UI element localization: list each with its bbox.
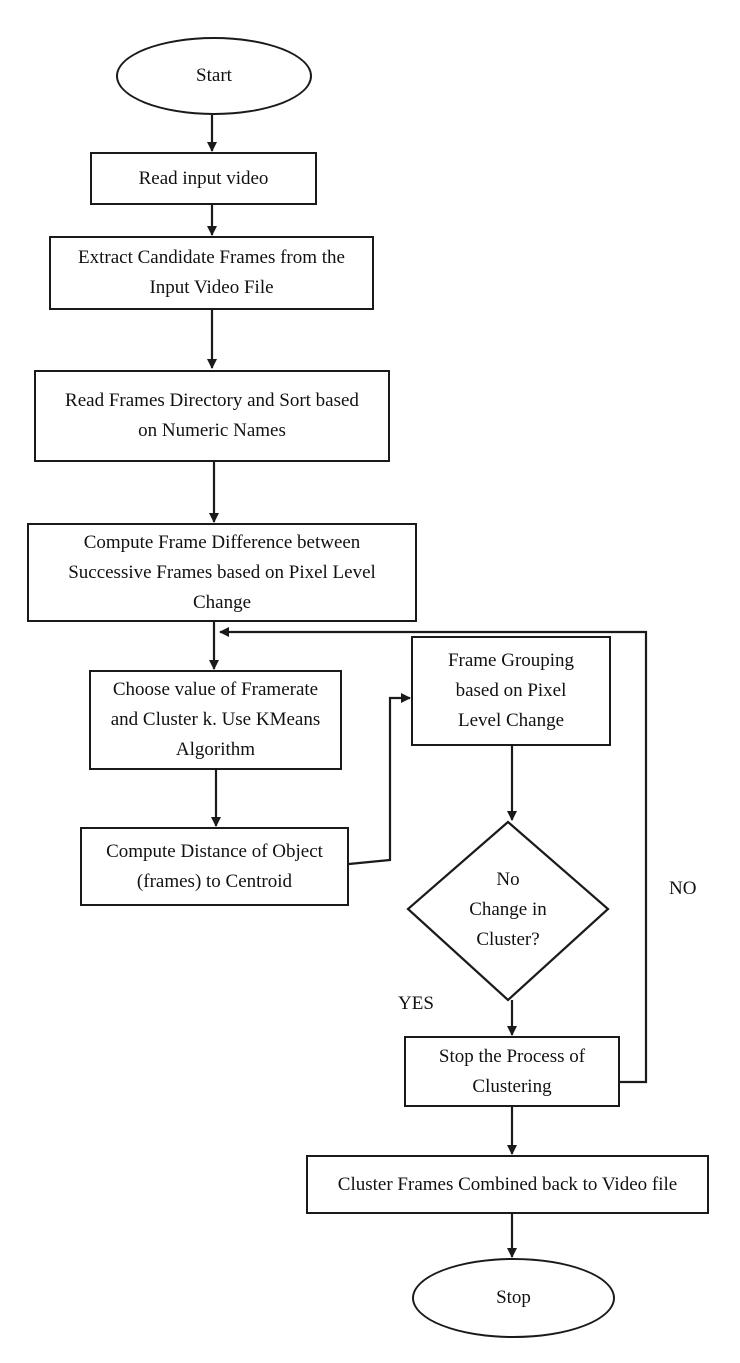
read-input-box: Read input video [90,152,317,205]
frame-grouping-box: Frame Grouping based on Pixel Level Chan… [411,636,611,746]
read-input-label: Read input video [138,167,269,189]
stop-label: Stop [496,1287,531,1308]
read-directory-label: Read Frames Directory and Sort based on … [65,390,359,441]
combine-frames-label: Cluster Frames Combined back to Video fi… [337,1173,678,1195]
decision-label: No Change in Cluster? [469,869,547,950]
yes-label: YES [398,993,434,1014]
stop-clustering-box: Stop the Process of Clustering [404,1036,620,1107]
choose-value-label: Choose value of Framerate and Cluster k.… [110,679,321,760]
extract-frames-label: Extract Candidate Frames from the Input … [78,247,345,298]
start-label: Start [196,65,232,86]
read-directory-box: Read Frames Directory and Sort based on … [34,370,390,462]
decision-diamond [406,820,610,1002]
combine-frames-box: Cluster Frames Combined back to Video fi… [306,1155,709,1214]
compute-distance-label: Compute Distance of Object (frames) to C… [106,840,323,892]
no-label: NO [669,878,697,899]
compute-difference-box: Compute Frame Difference between Success… [27,523,417,622]
arrow-no-loop [219,627,648,1084]
start-node: Start [116,37,312,115]
frame-grouping-label: Frame Grouping based on Pixel Level Chan… [447,650,575,731]
extract-frames-box: Extract Candidate Frames from the Input … [49,236,374,310]
stop-clustering-label: Stop the Process of Clustering [438,1045,586,1097]
arrow-distance-to-grouping [348,693,411,866]
compute-difference-label: Compute Frame Difference between Success… [68,531,376,613]
compute-distance-box: Compute Distance of Object (frames) to C… [80,827,349,906]
stop-node: Stop [412,1258,615,1338]
choose-value-box: Choose value of Framerate and Cluster k.… [89,670,342,770]
